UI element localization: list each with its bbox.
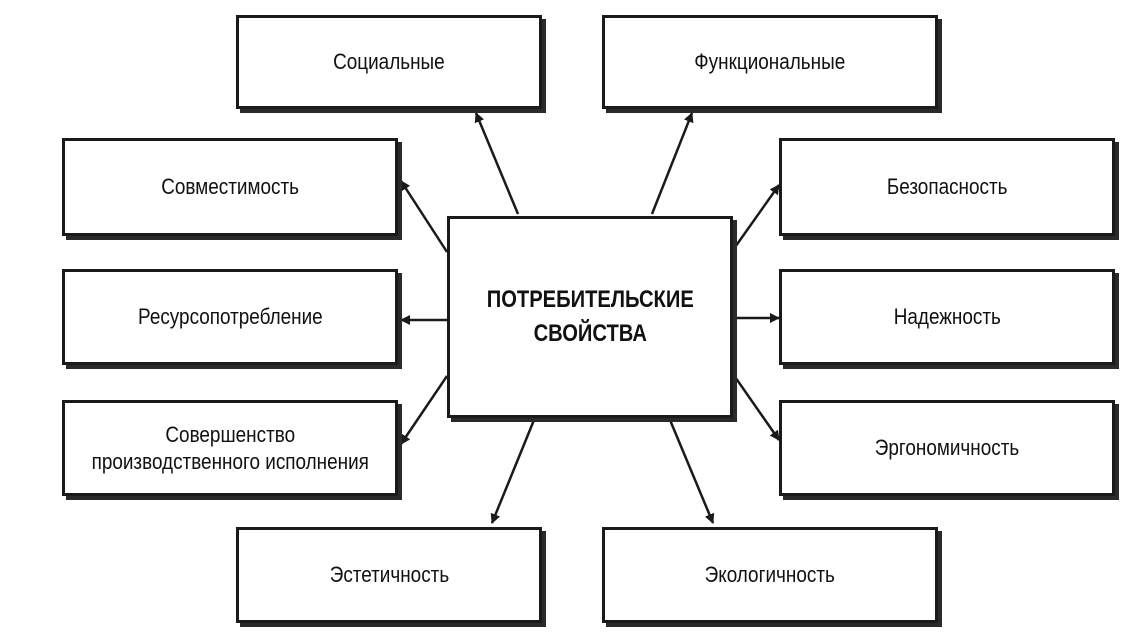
node-consumer-properties: ПОТРЕБИТЕЛЬСКИЕ СВОЙСТВА (447, 216, 733, 418)
node-functional-label: Функциональные (694, 49, 846, 75)
node-resource-consumption-label: Ресурсопотребление (137, 304, 323, 330)
arrow-to-compatibility (399, 180, 449, 253)
node-compatibility-label: Совместимость (161, 174, 299, 200)
node-social-label: Социальные (333, 49, 445, 75)
arrow-to-ecological (668, 419, 715, 524)
node-production-perfection: Совершенство производственного исполнени… (62, 400, 398, 496)
node-reliability-label: Надежность (893, 304, 1001, 330)
node-safety-label: Безопасность (886, 174, 1008, 200)
node-compatibility: Совместимость (62, 138, 398, 236)
center-line1: ПОТРЕБИТЕЛЬСКИЕ (486, 286, 694, 314)
arrow-to-ergonomics (731, 373, 781, 441)
arrow-to-functional (650, 112, 694, 215)
node-ecological: Экологичность (602, 527, 938, 623)
node-production-perfection-line2: производственного исполнения (91, 449, 369, 474)
node-safety: Безопасность (779, 138, 1115, 236)
node-ergonomics: Эргономичность (779, 400, 1115, 496)
node-ecological-label: Экологичность (704, 562, 836, 588)
node-production-perfection-label: Совершенство производственного исполнени… (91, 421, 368, 476)
node-functional: Функциональные (602, 15, 938, 109)
node-aesthetic: Эстетичность (236, 527, 542, 623)
node-resource-consumption: Ресурсопотребление (62, 269, 398, 365)
node-social: Социальные (236, 15, 542, 109)
node-ergonomics-label: Эргономичность (874, 435, 1020, 461)
arrow-to-aesthetic (490, 419, 536, 524)
center-line2: СВОЙСТВА (533, 320, 647, 347)
arrow-to-social (474, 112, 520, 215)
node-consumer-properties-label: ПОТРЕБИТЕЛЬСКИЕ СВОЙСТВА (486, 283, 693, 350)
node-reliability: Надежность (779, 269, 1115, 365)
node-production-perfection-line1: Совершенство (165, 421, 295, 447)
arrow-to-perfection (399, 375, 449, 445)
arrow-to-safety (731, 184, 781, 251)
node-aesthetic-label: Эстетичность (329, 562, 449, 588)
